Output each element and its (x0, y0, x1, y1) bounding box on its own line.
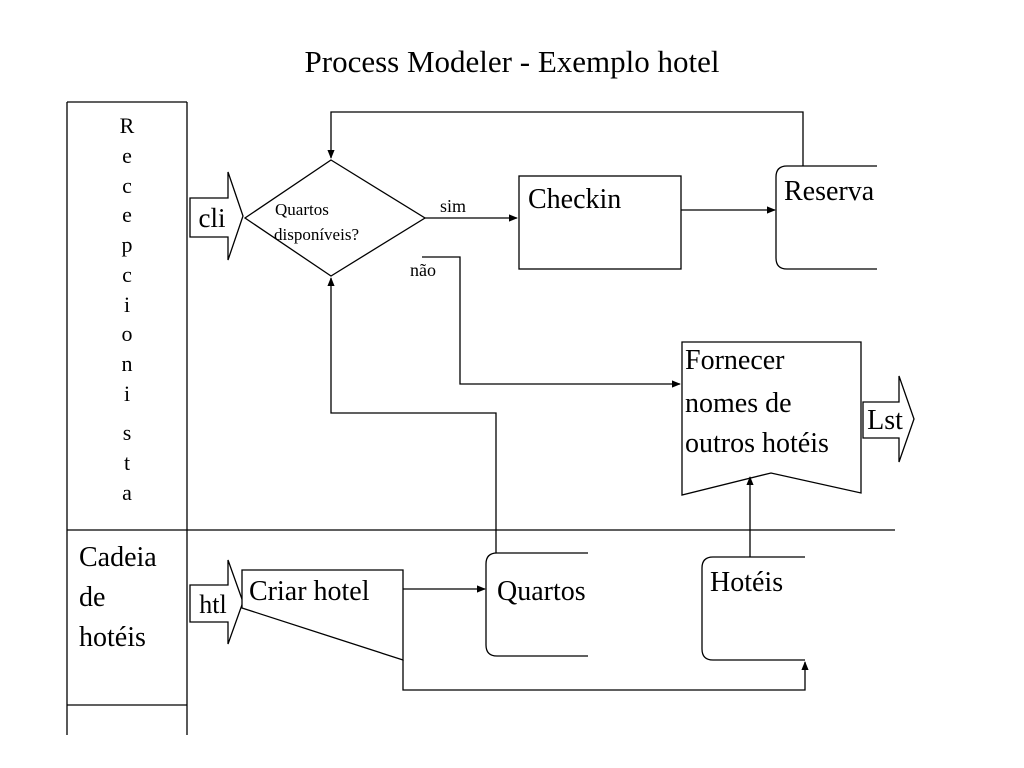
lane-letter: c (122, 262, 132, 287)
process-criar-hotel[interactable]: Criar hotel (241, 569, 404, 661)
input-arrow-htl[interactable]: htl (189, 559, 244, 645)
lane-letter: a (122, 480, 132, 505)
lane-letter: e (122, 143, 132, 168)
store-label: Quartos (497, 576, 586, 607)
lane-label-line: hotéis (79, 622, 146, 653)
flow-label-sim: sim (440, 196, 466, 216)
flow-nao (422, 256, 681, 388)
lane-label-line: de (79, 582, 105, 613)
store-quartos[interactable]: Quartos (485, 552, 588, 657)
decision-label-line: disponíveis? (274, 225, 359, 244)
output-arrow-label: Lst (867, 405, 903, 436)
process-label-line: outros hotéis (685, 428, 829, 459)
process-label: Criar hotel (249, 576, 370, 607)
lane-letter: s (123, 420, 132, 445)
store-label: Reserva (784, 176, 875, 207)
lane-label-cadeia-de-hoteis: Cadeia de hotéis (79, 542, 157, 653)
lane-label-recepcionista: R e c e p c i o n i s t a (120, 113, 135, 505)
flow-reserva-decision (327, 111, 804, 166)
store-reserva[interactable]: Reserva (775, 165, 877, 270)
lane-frame (66, 101, 895, 735)
store-hoteis[interactable]: Hotéis (701, 556, 805, 661)
lane-letter: t (124, 450, 130, 475)
decision-label-line: Quartos (275, 200, 329, 219)
lane-label-line: Cadeia (79, 542, 157, 573)
process-label-line: nomes de (685, 388, 792, 419)
process-fornecer-nomes[interactable]: Fornecer nomes de outros hotéis (681, 341, 862, 496)
input-arrow-label: cli (199, 203, 226, 233)
process-label-line: Fornecer (685, 345, 785, 376)
lane-letter: i (124, 381, 130, 406)
lane-letter: p (122, 232, 133, 257)
flow-criar-hoteis (402, 660, 809, 691)
flow-label-nao: não (410, 260, 436, 280)
process-label: Checkin (528, 184, 621, 215)
lane-letter: R (120, 113, 135, 138)
lane-letter: e (122, 202, 132, 227)
decision-quartos-disponiveis[interactable]: Quartos disponíveis? (243, 159, 427, 277)
lane-letter: c (122, 173, 132, 198)
store-label: Hotéis (710, 567, 783, 598)
input-arrow-cli[interactable]: cli (189, 171, 244, 261)
output-arrow-lst[interactable]: Lst (862, 375, 915, 463)
diagram-title: Process Modeler - Exemplo hotel (305, 44, 720, 79)
lane-letter: n (122, 351, 133, 376)
process-checkin[interactable]: Checkin (518, 175, 682, 270)
input-arrow-label: htl (199, 590, 226, 619)
lane-letter: o (122, 321, 133, 346)
lane-letter: i (124, 292, 130, 317)
flow-quartos-decision (327, 277, 497, 553)
